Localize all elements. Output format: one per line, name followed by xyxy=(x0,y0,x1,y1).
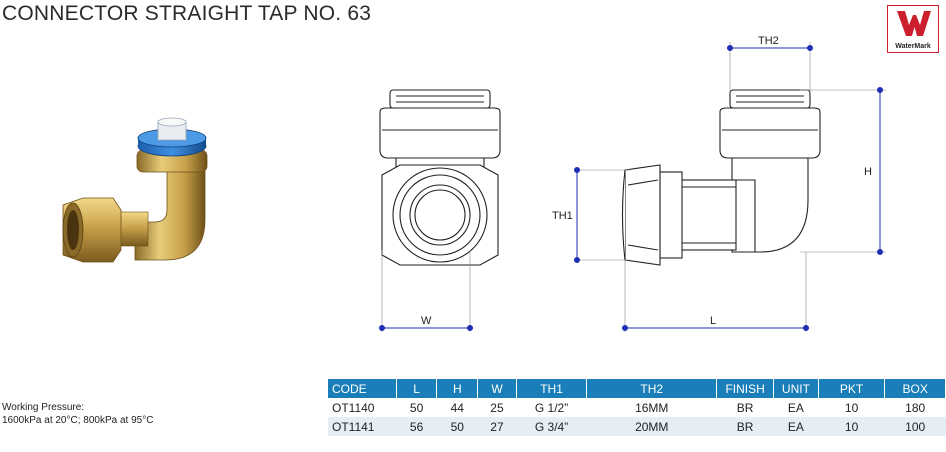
col-header-code: CODE xyxy=(328,379,397,398)
table-row: OT1141 56 50 27 G 3/4” 20MM BR EA 10 100 xyxy=(328,417,946,436)
col-header-box: BOX xyxy=(884,379,946,398)
cell-code: OT1141 xyxy=(328,417,397,436)
cell-pkt: 10 xyxy=(818,398,885,417)
watermark-logo: WaterMark xyxy=(887,5,939,53)
cell-unit: EA xyxy=(773,398,819,417)
col-header-h: H xyxy=(436,379,479,398)
technical-drawing: TH2 TH1 H W L xyxy=(379,35,886,332)
dim-label-w: W xyxy=(421,315,432,327)
cell-w: 27 xyxy=(477,417,517,436)
col-header-unit: UNIT xyxy=(773,379,819,398)
cell-finish: BR xyxy=(716,398,774,417)
product-photo xyxy=(62,117,208,263)
cell-th1: G 3/4” xyxy=(516,417,587,436)
dim-label-h: H xyxy=(864,166,872,178)
cell-h: 44 xyxy=(436,398,478,417)
dim-label-th2: TH2 xyxy=(758,35,779,47)
col-header-th1: TH1 xyxy=(516,379,588,398)
spec-table: CODE L H W TH1 TH2 FINISH UNIT PKT BOX O… xyxy=(328,379,946,436)
cell-box: 100 xyxy=(884,417,946,436)
col-header-l: L xyxy=(396,379,438,398)
cell-box: 180 xyxy=(884,398,946,417)
cell-th2: 20MM xyxy=(586,417,717,436)
working-pressure-values: 1600kPa at 20°C; 800kPa at 95°C xyxy=(2,415,154,426)
cell-h: 50 xyxy=(436,417,478,436)
cell-pkt: 10 xyxy=(818,417,885,436)
dim-label-th1: TH1 xyxy=(552,210,573,222)
cell-th2: 16MM xyxy=(586,398,717,417)
working-pressure-label: Working Pressure: xyxy=(2,402,85,413)
dim-label-l: L xyxy=(710,315,716,327)
cell-finish: BR xyxy=(716,417,774,436)
cell-code: OT1140 xyxy=(328,398,397,417)
col-header-pkt: PKT xyxy=(818,379,886,398)
table-row: OT1140 50 44 25 G 1/2” 16MM BR EA 10 180 xyxy=(328,398,946,417)
cell-l: 50 xyxy=(396,398,437,417)
col-header-th2: TH2 xyxy=(586,379,718,398)
col-header-finish: FINISH xyxy=(716,379,775,398)
cell-th1: G 1/2” xyxy=(516,398,587,417)
cell-w: 25 xyxy=(477,398,517,417)
cell-unit: EA xyxy=(773,417,819,436)
watermark-logo-text: WaterMark xyxy=(895,43,931,50)
cell-l: 56 xyxy=(396,417,437,436)
watermark-w-icon xyxy=(897,11,931,36)
col-header-w: W xyxy=(477,379,517,398)
page-title: CONNECTOR STRAIGHT TAP NO. 63 xyxy=(2,2,372,25)
spec-table-header: CODE L H W TH1 TH2 FINISH UNIT PKT BOX xyxy=(328,379,946,398)
working-pressure-note: Working Pressure: 1600kPa at 20°C; 800kP… xyxy=(2,401,153,427)
